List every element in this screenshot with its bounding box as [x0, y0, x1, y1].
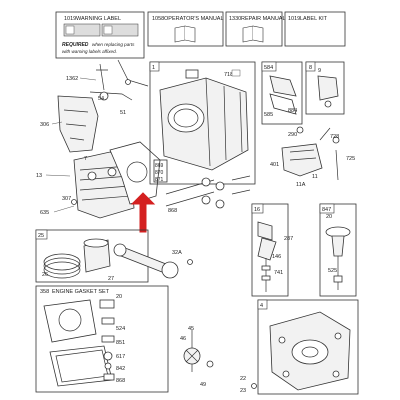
- callout-728: 728: [330, 134, 339, 140]
- callout-45: 45: [188, 326, 194, 332]
- sump-gasket[interactable]: [49, 345, 113, 387]
- callout-22: 22: [240, 376, 246, 382]
- warning-label-title: WARNING LABEL: [76, 16, 121, 22]
- callout-585: 585: [264, 112, 273, 118]
- repair-manual-title: REPAIR MANUAL: [241, 16, 286, 22]
- callout-9: 9: [318, 68, 321, 74]
- connecting-rod[interactable]: [113, 243, 193, 279]
- callout-868: 868: [168, 208, 177, 214]
- callout-49: 49: [200, 382, 206, 388]
- callout-20-gasket: 20: [116, 294, 122, 300]
- cylinder-block[interactable]: [159, 69, 249, 171]
- callout-26: 26: [42, 272, 48, 278]
- box-camshaft[interactable]: 847 525: [319, 203, 357, 297]
- gasket-set-code: 358: [40, 289, 49, 295]
- air-guide-shield[interactable]: [57, 95, 99, 153]
- piston[interactable]: [83, 238, 111, 273]
- valve-train[interactable]: [165, 175, 251, 209]
- callout-46: 46: [180, 336, 186, 342]
- callout-718: 718: [224, 72, 233, 78]
- callout-741: 741: [274, 270, 283, 276]
- box-engine-block-number: 1: [152, 65, 155, 71]
- red-arrow-indicator: [130, 192, 156, 233]
- required-line1: when replacing parts: [92, 42, 135, 47]
- crankshaft[interactable]: [257, 221, 277, 292]
- box-sump[interactable]: 4: [257, 299, 359, 395]
- box-crankshaft-number: 16: [254, 207, 260, 213]
- callout-290: 290: [288, 132, 297, 138]
- callout-27: 27: [108, 276, 114, 282]
- callout-870: 870: [155, 170, 164, 176]
- callout-287: 287: [284, 236, 293, 242]
- manual-book-icon: [174, 25, 196, 43]
- warning-label-box[interactable]: 1019 WARNING LABEL REQUIRED when replaci…: [55, 11, 145, 59]
- piston-rings[interactable]: [43, 253, 81, 279]
- gasket-set-title: ENGINE GASKET SET: [52, 289, 110, 295]
- box-piston-number: 25: [38, 233, 44, 239]
- callout-307: 307: [62, 196, 71, 202]
- head-gasket-set-item[interactable]: [43, 299, 97, 343]
- box-valve-cover[interactable]: 8 9: [305, 61, 345, 115]
- callout-884: 884: [288, 108, 297, 114]
- governor-bracket[interactable]: [281, 126, 340, 181]
- callout-868-gasket: 868: [116, 378, 125, 384]
- operators-manual-title: OPERATOR'S MANUAL: [164, 16, 224, 22]
- required-word: REQUIRED: [62, 42, 89, 48]
- callout-725: 725: [346, 156, 355, 162]
- governor-gear[interactable]: [183, 330, 214, 372]
- box-breather-number: 584: [264, 65, 273, 71]
- callout-306: 306: [40, 122, 49, 128]
- box-piston[interactable]: 25 26: [35, 229, 149, 283]
- callout-401: 401: [270, 162, 279, 168]
- callout-524: 524: [116, 326, 125, 332]
- box-engine-gasket-set[interactable]: 358 ENGINE GASKET SET 20 524 851 617 842…: [35, 285, 169, 393]
- callout-7: 7: [84, 156, 87, 162]
- callout-51: 51: [120, 110, 126, 116]
- repair-manual-code: 1330: [229, 16, 241, 22]
- camshaft[interactable]: [325, 226, 351, 290]
- callout-842: 842: [116, 366, 125, 372]
- throttle-linkage[interactable]: [89, 59, 149, 101]
- red-arrow-shape: [130, 192, 156, 233]
- box-breather[interactable]: 584 585 884: [261, 61, 303, 125]
- callout-869: 869: [155, 163, 164, 169]
- warning-label-code: 1019: [64, 16, 76, 22]
- small-gaskets[interactable]: [99, 299, 115, 381]
- operators-manual-box[interactable]: 1058 OPERATOR'S MANUAL: [147, 11, 224, 47]
- repair-manual-box[interactable]: 1330 REPAIR MANUAL: [225, 11, 286, 47]
- callout-146: 146: [272, 254, 281, 260]
- callout-617: 617: [116, 354, 125, 360]
- callout-11: 11: [312, 174, 318, 180]
- box-crankshaft[interactable]: 16 146 741: [251, 203, 289, 297]
- callout-32a: 32A: [172, 250, 182, 256]
- box-valve-cover-number: 8: [309, 65, 312, 71]
- required-line2: with warning labels affixed.: [62, 49, 117, 54]
- head-gasket[interactable]: [109, 141, 161, 205]
- manual-book-icon: [242, 25, 264, 43]
- callout-20-top: 20: [326, 214, 332, 220]
- box-camshaft-number: 847: [322, 207, 331, 213]
- callout-851: 851: [116, 340, 125, 346]
- callout-13: 13: [36, 173, 42, 179]
- box-engine-block[interactable]: 1 718 869 870 871: [149, 61, 256, 185]
- label-kit-box[interactable]: 1019 LABEL KIT: [284, 11, 346, 47]
- callout-525: 525: [328, 268, 337, 274]
- callout-11a: 11A: [296, 182, 306, 188]
- label-kit-code: 1019: [288, 16, 300, 22]
- label-kit-title: LABEL KIT: [300, 16, 328, 22]
- callout-871: 871: [155, 177, 164, 183]
- callout-635: 635: [40, 210, 49, 216]
- operators-manual-code: 1058: [152, 16, 164, 22]
- box-sump-number: 4: [260, 303, 263, 309]
- callout-1362: 1362: [66, 76, 78, 82]
- callout-23: 23: [240, 388, 246, 394]
- callout-54: 54: [98, 96, 104, 102]
- sump-cover[interactable]: [269, 311, 351, 391]
